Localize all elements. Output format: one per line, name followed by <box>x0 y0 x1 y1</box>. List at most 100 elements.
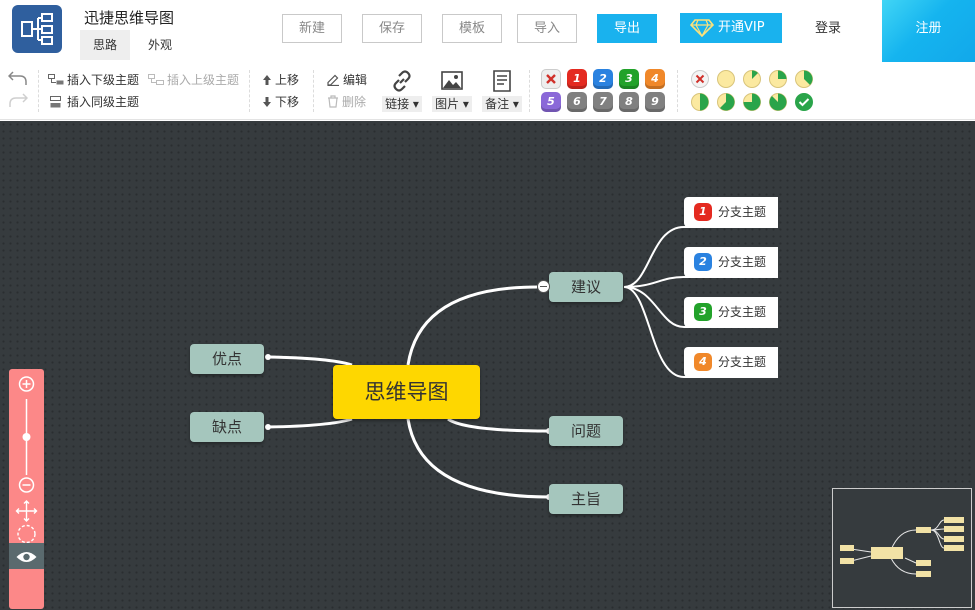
toolbar: 插入下级主题 插入上级主题 插入同级主题 上移 下移 编辑 删除 链接 ▾ <box>0 62 975 120</box>
priority-1-icon[interactable]: 1 <box>567 69 587 89</box>
progress-4-8-icon[interactable] <box>690 92 710 112</box>
app-title: 迅捷思维导图 <box>84 9 175 27</box>
eye-icon[interactable] <box>9 548 44 566</box>
sub-topic[interactable]: 4 分支主题 <box>684 347 778 377</box>
note-button[interactable]: 备注 ▾ <box>482 68 522 114</box>
priority-5-icon[interactable]: 5 <box>541 92 561 112</box>
diamond-icon <box>690 19 714 37</box>
note-icon <box>493 70 511 92</box>
progress-5-8-icon[interactable] <box>716 92 736 112</box>
minimap-preview <box>840 517 964 577</box>
priority-8-icon[interactable]: 8 <box>619 92 639 112</box>
toolbar-divider <box>38 70 39 112</box>
move-up-label: 上移 <box>275 73 300 87</box>
login-button[interactable]: 登录 <box>814 21 841 36</box>
sub-topic-label: 分支主题 <box>718 355 767 369</box>
sub-topic-label: 分支主题 <box>718 255 767 269</box>
link-icon <box>393 70 411 92</box>
image-label: 图片 ▾ <box>432 96 472 112</box>
priority-7-icon[interactable]: 7 <box>593 92 613 112</box>
progress-7-8-icon[interactable] <box>768 92 788 112</box>
root-topic[interactable]: 思维导图 <box>333 365 480 419</box>
progress-2-8-icon[interactable] <box>768 69 788 89</box>
main-topic-suggestion[interactable]: 建议 <box>549 272 623 302</box>
collapse-toggle-icon[interactable] <box>537 280 550 293</box>
pencil-icon <box>327 74 339 86</box>
toolbar-divider <box>313 70 314 112</box>
image-button[interactable]: 图片 ▾ <box>432 68 472 114</box>
app-header: 迅捷思维导图 思路 外观 新建 保存 模板 导入 导出 开通VIP 登录 注册 <box>0 0 975 62</box>
remove-progress-icon[interactable] <box>690 69 710 89</box>
main-topic-advantages[interactable]: 优点 <box>190 344 264 374</box>
tab-appearance[interactable]: 外观 <box>148 38 173 52</box>
toolbar-divider <box>529 70 530 112</box>
toolbar-divider <box>677 70 678 112</box>
toolbar-divider <box>249 70 250 112</box>
save-button[interactable]: 保存 <box>362 14 422 43</box>
new-button[interactable]: 新建 <box>282 14 342 43</box>
app-logo-icon <box>12 5 62 53</box>
progress-1-8-icon[interactable] <box>742 69 762 89</box>
priority-4-icon: 4 <box>694 353 712 371</box>
priority-2-icon: 2 <box>694 253 712 271</box>
link-button[interactable]: 链接 ▾ <box>382 68 422 114</box>
sub-topic[interactable]: 2 分支主题 <box>684 247 778 277</box>
insert-child-topic-button[interactable]: 插入下级主题 <box>48 71 139 89</box>
zoom-out-icon[interactable] <box>9 476 44 494</box>
sub-topic-label: 分支主题 <box>718 305 767 319</box>
zoom-in-icon[interactable] <box>9 375 44 393</box>
progress-0-icon[interactable] <box>716 69 736 89</box>
main-topic-problem[interactable]: 问题 <box>549 416 623 446</box>
priority-2-icon[interactable]: 2 <box>593 69 613 89</box>
zoom-slider-thumb <box>22 433 31 441</box>
minimap[interactable] <box>832 488 972 608</box>
zoom-slider[interactable] <box>9 397 44 477</box>
edit-button[interactable]: 编辑 <box>327 71 367 89</box>
image-icon <box>441 71 463 90</box>
move-down-label: 下移 <box>275 95 300 109</box>
vip-label: 开通VIP <box>718 20 765 35</box>
zoom-panel <box>9 369 44 609</box>
sub-topic-label: 分支主题 <box>718 205 767 219</box>
priority-9-icon[interactable]: 9 <box>645 92 665 112</box>
topic-connectors <box>265 226 778 500</box>
note-label: 备注 ▾ <box>482 96 522 112</box>
main-topic-disadvantages[interactable]: 缺点 <box>190 412 264 442</box>
trash-icon <box>328 95 338 108</box>
register-button[interactable]: 注册 <box>882 0 975 62</box>
template-button[interactable]: 模板 <box>442 14 502 43</box>
priority-6-icon[interactable]: 6 <box>567 92 587 112</box>
sub-topic[interactable]: 3 分支主题 <box>684 297 778 327</box>
move-canvas-icon[interactable] <box>9 500 44 522</box>
remove-priority-icon[interactable] <box>541 69 561 89</box>
move-up-button[interactable]: 上移 <box>262 71 299 89</box>
arrow-down-icon <box>263 97 271 107</box>
priority-4-icon[interactable]: 4 <box>645 69 665 89</box>
insert-parent-icon <box>148 74 164 85</box>
delete-button[interactable]: 删除 <box>327 93 366 111</box>
progress-3-8-icon[interactable] <box>794 69 814 89</box>
insert-sibling-label: 插入同级主题 <box>67 95 140 109</box>
insert-sibling-topic-button[interactable]: 插入同级主题 <box>48 93 139 111</box>
locate-center-icon[interactable] <box>9 523 44 545</box>
main-topic-gist[interactable]: 主旨 <box>549 484 623 514</box>
insert-parent-label: 插入上级主题 <box>167 73 240 87</box>
import-button[interactable]: 导入 <box>517 14 577 43</box>
insert-parent-topic-button[interactable]: 插入上级主题 <box>148 71 239 89</box>
delete-label: 删除 <box>342 95 367 109</box>
vip-button[interactable]: 开通VIP <box>680 13 782 43</box>
priority-3-icon[interactable]: 3 <box>619 69 639 89</box>
progress-6-8-icon[interactable] <box>742 92 762 112</box>
insert-child-icon <box>48 74 64 85</box>
export-button[interactable]: 导出 <box>597 14 657 43</box>
mindmap-canvas[interactable]: 思维导图 建议 优点 缺点 问题 主旨 1 分支主题 2 分支主题 3 分支主题… <box>0 121 975 610</box>
sub-topic[interactable]: 1 分支主题 <box>684 197 778 227</box>
insert-sibling-icon <box>50 96 61 108</box>
priority-3-icon: 3 <box>694 303 712 321</box>
undo-icon[interactable] <box>8 70 28 88</box>
tab-thinking[interactable]: 思路 <box>80 30 131 60</box>
priority-1-icon: 1 <box>694 203 712 221</box>
move-down-button[interactable]: 下移 <box>262 93 299 111</box>
redo-icon[interactable] <box>8 92 28 110</box>
progress-complete-icon[interactable] <box>794 92 814 112</box>
